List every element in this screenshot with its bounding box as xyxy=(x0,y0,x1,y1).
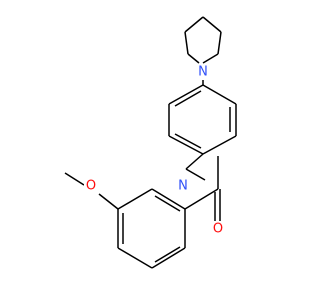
bond-ring-a-3 xyxy=(151,247,186,269)
atom-label-nitrogen-amide: N xyxy=(178,179,188,194)
bond-pip-5 xyxy=(184,31,189,55)
atom-nitrogen-amide: N xyxy=(176,178,190,194)
atom-label-oxygen-methoxy: O xyxy=(86,179,96,194)
bond-nitrogen-ch2 xyxy=(185,168,206,181)
bond-pip-2 xyxy=(217,31,222,55)
bond-ring-a-2 xyxy=(117,247,153,269)
atom-nitrogen-piperidine: N xyxy=(196,65,210,80)
bond-pip-4 xyxy=(184,16,204,33)
atom-oxygen-carbonyl: O xyxy=(211,221,225,237)
bond-pip-1 xyxy=(202,53,219,64)
bond-ring-a-6 xyxy=(117,188,153,210)
bond-ring-carbonyl xyxy=(184,188,219,210)
bond-ring-b-inner-3 xyxy=(174,133,202,149)
bond-ring-b-6 xyxy=(168,135,204,155)
atom-label-oxygen-carbonyl: O xyxy=(213,222,223,237)
bond-ring-b-inner-2 xyxy=(174,90,202,107)
bond-ring-a-inner-2 xyxy=(154,246,181,263)
bond-ring-a-5 xyxy=(151,188,186,210)
atom-oxygen-methoxy: O xyxy=(84,178,98,194)
molecule-structure-diagram: O O N N xyxy=(64,16,237,269)
bond-ch2-ring xyxy=(185,153,204,170)
bond-ring-a-inner-3 xyxy=(154,195,181,212)
bond-pip-3 xyxy=(202,16,222,33)
bond-ring-b-1 xyxy=(202,135,237,155)
bond-ring-b-4 xyxy=(168,84,204,105)
atom-label-nitrogen-piperidine: N xyxy=(198,65,208,80)
bond-pip-6 xyxy=(187,53,200,64)
bond-oxygen-ring xyxy=(98,193,119,210)
bond-ring-b-3 xyxy=(202,84,237,105)
bond-methyl-oxygen xyxy=(64,172,85,186)
